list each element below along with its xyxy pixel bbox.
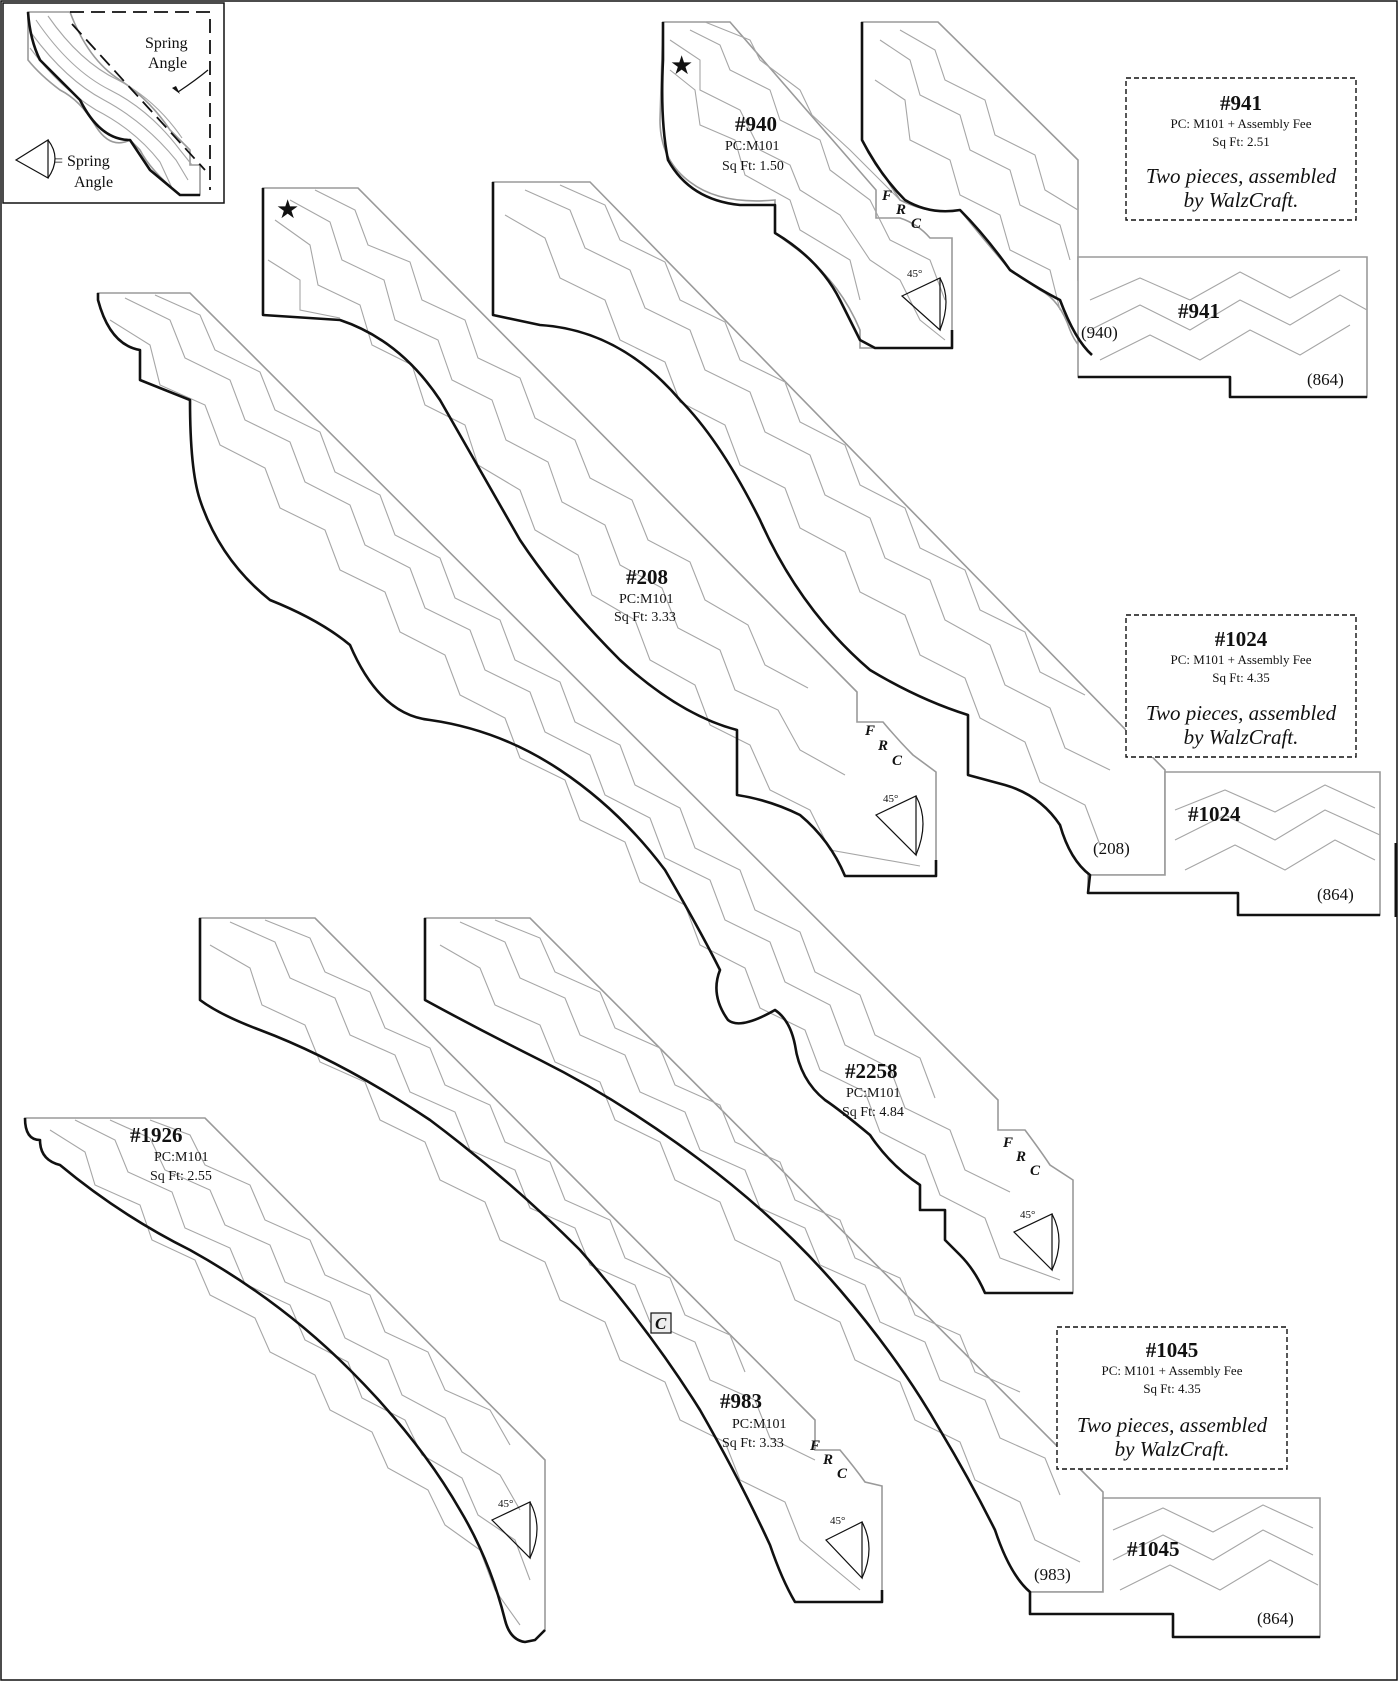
svg-text:45°: 45° [907,268,922,280]
legend-grain [29,15,193,189]
profile-2258-frc: F R C [1002,1135,1041,1179]
profile-1926-pc: PC:M101 [154,1150,208,1165]
profile-2258-grain [109,294,1061,1281]
assembly-1045-note-1: Two pieces, assembled [1077,1413,1268,1437]
svg-text:45°: 45° [830,1515,845,1527]
assembly-1045-number: #1045 [1146,1338,1199,1362]
assembly-941-grain [874,29,1368,361]
profile-940-sqft: Sq Ft: 1.50 [722,159,784,174]
profile-983-number: #983 [720,1389,762,1413]
profile-983-grain [209,919,861,1591]
profile-1926: #1926 PC:M101 Sq Ft: 2.55 45° [23,1117,546,1644]
profile-940: ★ #940 PC:M101 Sq Ft: 1.50 F R C 45° [659,21,954,350]
assembly-1024-note-2: by WalzCraft. [1184,725,1299,749]
profile-208-pc: PC:M101 [619,592,673,607]
profile-983: C #983 PC:M101 Sq Ft: 3.33 F R C 45° [198,917,884,1604]
svg-text:45°: 45° [498,1498,513,1510]
assembly-1024-grain [504,184,1381,871]
profile-1926-sqft: Sq Ft: 2.55 [150,1169,212,1184]
legend-angle-label: Angle [148,55,187,72]
svg-text:C: C [1030,1163,1041,1179]
spring-angle-icon: 45° [1012,1209,1060,1272]
legend-key-text-2: Angle [74,174,113,191]
assembly-1045-sqft: Sq Ft: 4.35 [1143,1381,1200,1396]
assembly-1045: #1045 (983) (864) #1045 PC: M101 + Assem… [423,917,1321,1639]
assembly-1024-part-bottom: (864) [1317,885,1354,904]
assembly-1045-info-box [1056,1326,1288,1470]
star-icon: ★ [276,195,299,224]
profile-2258-number: #2258 [845,1059,898,1083]
spring-angle-legend: Spring Angle = Spring Angle [2,2,225,204]
profile-2258: #2258 PC:M101 Sq Ft: 4.84 F R C 45° [96,292,1074,1295]
profile-940-grain [669,21,946,341]
assembly-1024-part-top: (208) [1093,839,1130,858]
svg-text:R: R [895,202,906,218]
svg-text:R: R [822,1452,833,1468]
assembly-1045-note-2: by WalzCraft. [1115,1437,1230,1461]
svg-text:F: F [809,1438,820,1454]
assembly-1045-pc: PC: M101 + Assembly Fee [1102,1363,1243,1378]
assembly-941-part-top: (940) [1081,323,1118,342]
assembly-941-note-2: by WalzCraft. [1184,188,1299,212]
svg-text:F: F [1002,1135,1013,1151]
assembly-1024-sqft: Sq Ft: 4.35 [1212,670,1269,685]
c-badge-label: C [655,1314,667,1333]
profile-940-number: #940 [735,112,777,136]
profile-2258-sqft: Sq Ft: 4.84 [842,1105,904,1120]
profile-208-number: #208 [626,565,668,589]
assembly-941-note-1: Two pieces, assembled [1146,164,1337,188]
svg-text:C: C [892,753,903,769]
svg-text:R: R [1015,1149,1026,1165]
assembly-1024-pc: PC: M101 + Assembly Fee [1171,652,1312,667]
svg-text:45°: 45° [1020,1209,1035,1221]
profile-940-frc: F R C [881,188,922,232]
svg-text:R: R [877,738,888,754]
assembly-1045-part-top: (983) [1034,1565,1071,1584]
assembly-1045-part-bottom: (864) [1257,1609,1294,1628]
svg-text:C: C [911,216,922,232]
profile-208-sqft: Sq Ft: 3.33 [614,610,676,625]
svg-text:45°: 45° [883,793,898,805]
legend-key-text: = Spring [54,153,110,170]
profile-940-pc: PC:M101 [725,139,779,154]
assembly-1024-info-box [1125,614,1357,758]
profile-208-grain [267,189,921,867]
svg-text:F: F [881,188,892,204]
star-icon: ★ [670,51,693,80]
assembly-941-pc: PC: M101 + Assembly Fee [1171,116,1312,131]
spring-angle-icon: 45° [900,268,947,332]
assembly-1024-note-1: Two pieces, assembled [1146,701,1337,725]
assembly-1024-number: #1024 [1215,627,1268,651]
legend-spring-label: Spring [145,35,188,52]
profile-208-frc: F R C [864,723,903,769]
assembly-941-info-box [1125,77,1357,221]
assembly-941-number: #941 [1220,91,1262,115]
assembly-941: #941 (940) (864) #941 PC: M101 + Assembl… [860,21,1368,399]
assembly-941-drawing-number: #941 [1178,299,1220,323]
spring-angle-icon [14,138,49,180]
profile-983-sqft: Sq Ft: 3.33 [722,1436,784,1451]
profile-2258-pc: PC:M101 [846,1086,900,1101]
c-badge [650,1312,672,1334]
assembly-941-part-bottom: (864) [1307,370,1344,389]
assembly-941-sqft: Sq Ft: 2.51 [1212,134,1269,149]
spring-angle-icon: 45° [874,793,924,857]
profile-983-frc: F R C [809,1438,848,1482]
assembly-1024: #1024 (208) (864) #1024 PC: M101 + Assem… [491,181,1381,917]
svg-text:C: C [837,1466,848,1482]
legend-molding [27,11,201,196]
spring-angle-icon: 45° [490,1498,538,1560]
profile-208: ★ #208 PC:M101 Sq Ft: 3.33 F R C 45° [261,187,938,878]
legend-angle-arrow [177,69,209,93]
assembly-1024-drawing-number: #1024 [1188,802,1241,826]
profile-1926-number: #1926 [130,1123,183,1147]
profile-983-pc: PC:M101 [732,1417,786,1432]
spring-angle-icon: 45° [825,1515,870,1580]
svg-text:F: F [864,723,875,739]
profile-1926-grain [49,1119,531,1626]
legend-dashed-square [70,11,211,190]
assembly-1045-drawing-number: #1045 [1127,1537,1180,1561]
